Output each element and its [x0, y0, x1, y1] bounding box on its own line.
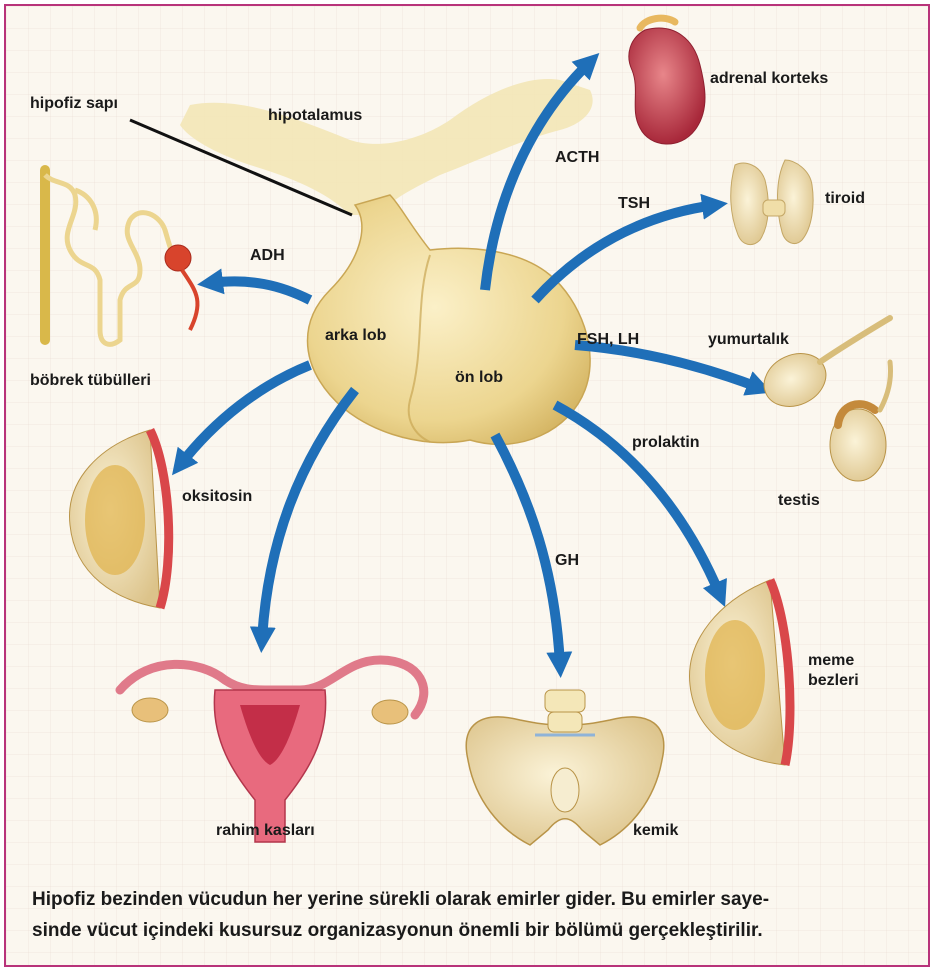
caption-line-1: Hipofiz bezinden vücudun her yerine süre…: [32, 884, 912, 915]
label-yumurtalik: yumurtalık: [708, 331, 789, 348]
label-testis: testis: [778, 492, 820, 509]
label-meme: meme: [808, 652, 854, 669]
figure-caption: Hipofiz bezinden vücudun her yerine süre…: [32, 884, 912, 946]
arrow-fsh-lh: [575, 345, 760, 388]
label-on-lob: ön lob: [455, 369, 503, 386]
kidney-tubules-illustration: [45, 170, 198, 344]
breast-right-illustration: [690, 580, 790, 765]
label-kemik: kemik: [633, 822, 678, 839]
label-adh: ADH: [250, 247, 285, 264]
thyroid-illustration: [731, 160, 813, 245]
caption-line-2: sinde vücut içindeki kusursuz organizasy…: [32, 915, 912, 946]
arrow-gh: [495, 435, 560, 665]
label-tsh: TSH: [618, 195, 650, 212]
pituitary-gland: [308, 195, 591, 444]
label-bobrek-tubulleri: böbrek tübülleri: [30, 372, 151, 389]
label-tiroid: tiroid: [825, 190, 865, 207]
label-prolaktin: prolaktin: [632, 434, 700, 451]
testis-illustration: [830, 362, 891, 481]
label-adrenal-korteks: adrenal korteks: [710, 70, 828, 87]
arrow-rahim: [262, 390, 355, 640]
label-rahim-kaslari: rahim kasları: [216, 822, 315, 839]
label-fsh-lh: FSH, LH: [577, 331, 639, 348]
adrenal-cortex-illustration: [629, 18, 705, 144]
label-bezleri: bezleri: [808, 672, 859, 689]
label-gh: GH: [555, 552, 579, 569]
uterus-illustration: [120, 660, 424, 842]
breast-left-illustration: [70, 430, 169, 608]
label-acth: ACTH: [555, 149, 599, 166]
label-hipofiz-sapi: hipofiz sapı: [30, 95, 118, 112]
label-hipotalamus: hipotalamus: [268, 107, 362, 124]
arrow-oksitosin: [180, 365, 310, 465]
arrow-adh: [210, 281, 310, 300]
label-oksitosin: oksitosin: [182, 488, 252, 505]
label-arka-lob: arka lob: [325, 327, 387, 344]
